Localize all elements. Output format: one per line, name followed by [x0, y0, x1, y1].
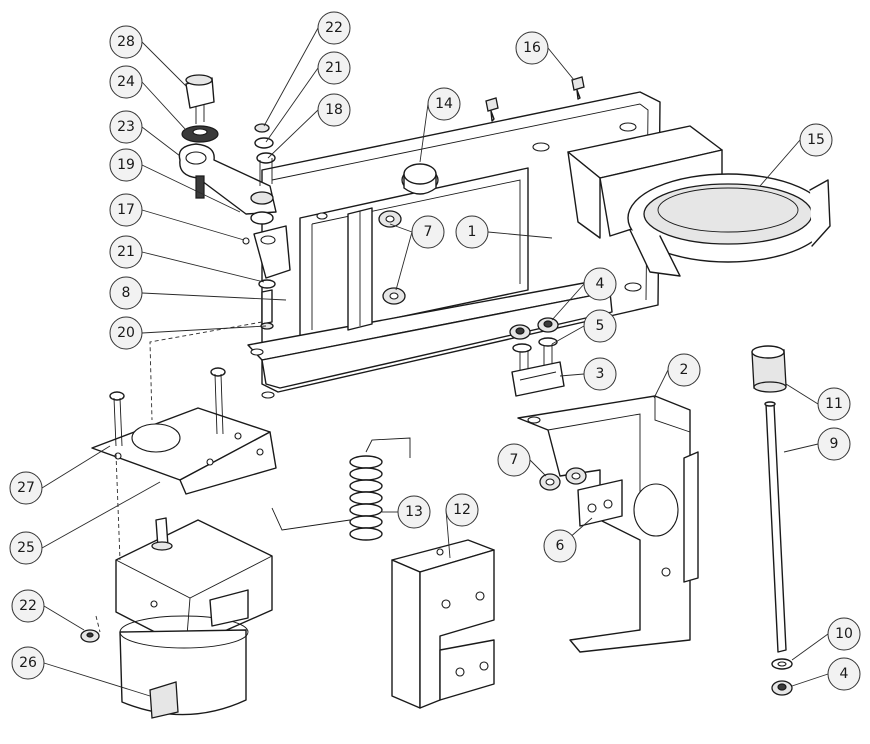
callout-12: 12 — [445, 493, 479, 527]
callout-9: 9 — [817, 427, 851, 461]
callout-label: 18 — [325, 102, 343, 118]
part-9-shaft — [764, 401, 787, 653]
part-7-upper-nuts — [378, 210, 406, 305]
callout-label: 28 — [117, 34, 135, 50]
part-13-spring — [271, 437, 411, 541]
part-4-nuts-upper — [509, 317, 559, 340]
callout-label: 7 — [510, 452, 519, 468]
callout-label: 1 — [468, 224, 477, 240]
callout-27: 27 — [9, 471, 43, 505]
callout-21-left: 21 — [109, 235, 143, 269]
callout-label: 9 — [830, 436, 839, 452]
callout-21-top: 21 — [317, 51, 351, 85]
callout-label: 15 — [807, 132, 825, 148]
callout-label: 26 — [19, 655, 37, 671]
callout-label: 3 — [596, 366, 605, 382]
callout-label: 22 — [325, 20, 343, 36]
leader-lines — [41, 27, 829, 697]
part-10-washer — [771, 658, 793, 670]
frame-vertical-bracket — [347, 207, 373, 331]
part-7-lower-nuts — [539, 467, 587, 491]
callout-label: 11 — [825, 396, 843, 412]
part-6-plate — [577, 479, 623, 527]
callout-label: 16 — [523, 40, 541, 56]
part-11-cap — [751, 345, 787, 393]
part-18-washer-stack — [254, 123, 276, 186]
callout-10: 10 — [827, 617, 861, 651]
callout-label: 2 — [680, 362, 689, 378]
part-24-bearing — [181, 125, 219, 143]
callout-26: 26 — [11, 646, 45, 680]
callout-label: 7 — [424, 224, 433, 240]
callout-25: 25 — [9, 531, 43, 565]
callout-18: 18 — [317, 93, 351, 127]
callout-4-lower: 4 — [827, 657, 861, 691]
callout-label: 27 — [17, 480, 35, 496]
part-4-nut-lower — [771, 680, 793, 696]
callout-23: 23 — [109, 110, 143, 144]
callout-label: 21 — [325, 60, 343, 76]
callout-13: 13 — [397, 495, 431, 529]
callout-28: 28 — [109, 25, 143, 59]
callout-15: 15 — [799, 123, 833, 157]
callout-label: 10 — [835, 626, 853, 642]
callout-label: 22 — [19, 598, 37, 614]
part-15-cup-holder — [567, 125, 831, 277]
callout-label: 8 — [122, 285, 131, 301]
callout-label: 25 — [17, 540, 35, 556]
callout-6: 6 — [543, 529, 577, 563]
part-17-bracket — [242, 225, 291, 279]
callout-24: 24 — [109, 65, 143, 99]
part-25-motor-plate — [91, 407, 277, 495]
part-1-lower-rail — [247, 279, 613, 399]
part-22-motor-nut — [80, 629, 100, 643]
part-20-pin — [258, 279, 276, 330]
callout-19: 19 — [109, 148, 143, 182]
callout-7-lower: 7 — [497, 443, 531, 477]
callout-label: 13 — [405, 504, 423, 520]
callout-20: 20 — [109, 316, 143, 350]
callout-label: 21 — [117, 244, 135, 260]
part-27-screws — [109, 367, 226, 447]
callout-1: 1 — [455, 215, 489, 249]
callout-11: 11 — [817, 387, 851, 421]
part-19-spacer — [250, 191, 274, 225]
part-12-cover-bracket — [391, 539, 495, 709]
callout-5: 5 — [583, 309, 617, 343]
callout-label: 4 — [596, 276, 605, 292]
callout-label: 17 — [117, 202, 135, 218]
callout-22-lower: 22 — [11, 589, 45, 623]
part-26-motor — [115, 517, 273, 719]
callout-14: 14 — [427, 87, 461, 121]
callout-label: 14 — [435, 96, 453, 112]
callout-label: 6 — [556, 538, 565, 554]
part-3-block — [511, 361, 565, 397]
callout-4-top: 4 — [583, 267, 617, 301]
callout-16: 16 — [515, 31, 549, 65]
part-28-bolt — [185, 74, 215, 124]
part-16-screws — [485, 76, 585, 122]
part-2-side-bracket — [517, 395, 699, 653]
callout-label: 19 — [117, 157, 135, 173]
callout-label: 5 — [596, 318, 605, 334]
callout-label: 20 — [117, 325, 135, 341]
callout-label: 4 — [840, 666, 849, 682]
callout-8: 8 — [109, 276, 143, 310]
callout-label: 23 — [117, 119, 135, 135]
callout-7-top: 7 — [411, 215, 445, 249]
callout-22-top: 22 — [317, 11, 351, 45]
callout-2: 2 — [667, 353, 701, 387]
callout-3: 3 — [583, 357, 617, 391]
callout-label: 12 — [453, 502, 471, 518]
part-14-knob — [401, 163, 439, 195]
callout-17: 17 — [109, 193, 143, 227]
callout-label: 24 — [117, 74, 135, 90]
